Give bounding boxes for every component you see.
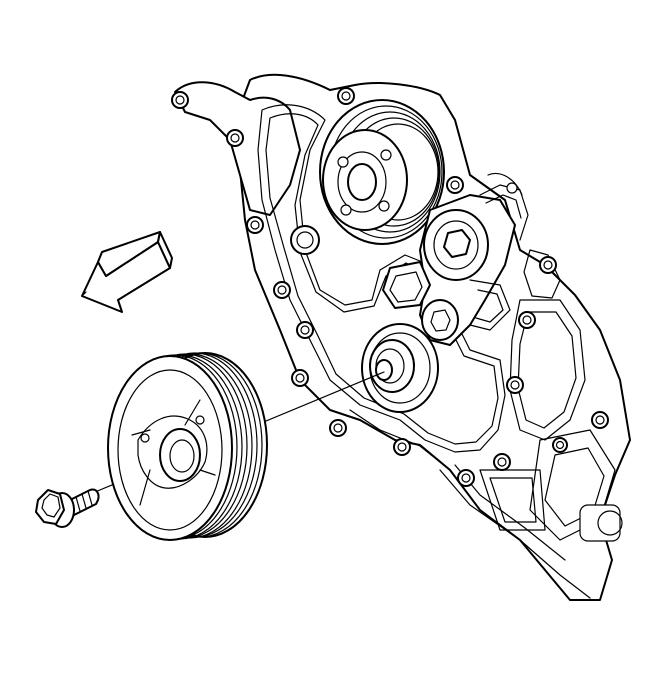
cover-port bbox=[290, 225, 320, 255]
cover-bolt bbox=[446, 176, 464, 194]
cover-bolt bbox=[506, 376, 524, 394]
cover-bolt bbox=[246, 216, 264, 234]
crankshaft-balancer bbox=[107, 352, 268, 541]
cover-bolts bbox=[171, 87, 609, 487]
idler-boss bbox=[382, 261, 431, 309]
balancer-bolt bbox=[35, 488, 100, 528]
cover-bolt bbox=[226, 129, 244, 147]
removal-direction-arrow bbox=[81, 231, 173, 313]
crankshaft-nose bbox=[361, 323, 439, 413]
water-pump-pulley bbox=[319, 99, 445, 245]
cover-bolt bbox=[518, 311, 536, 329]
cover-bolt bbox=[393, 438, 411, 456]
cover-bolt bbox=[493, 453, 511, 471]
cover-bolt bbox=[591, 411, 609, 429]
cover-bolt bbox=[539, 256, 557, 274]
cover-bolt bbox=[457, 469, 475, 487]
cover-bolt bbox=[171, 91, 189, 109]
cover-bolt bbox=[296, 321, 314, 339]
belt-tensioner bbox=[419, 173, 529, 346]
cover-bolt bbox=[552, 437, 568, 453]
cover-bolt bbox=[329, 419, 347, 437]
cover-bolt bbox=[273, 281, 291, 299]
cover-bolt bbox=[291, 369, 309, 387]
cover-bolt bbox=[337, 87, 355, 105]
